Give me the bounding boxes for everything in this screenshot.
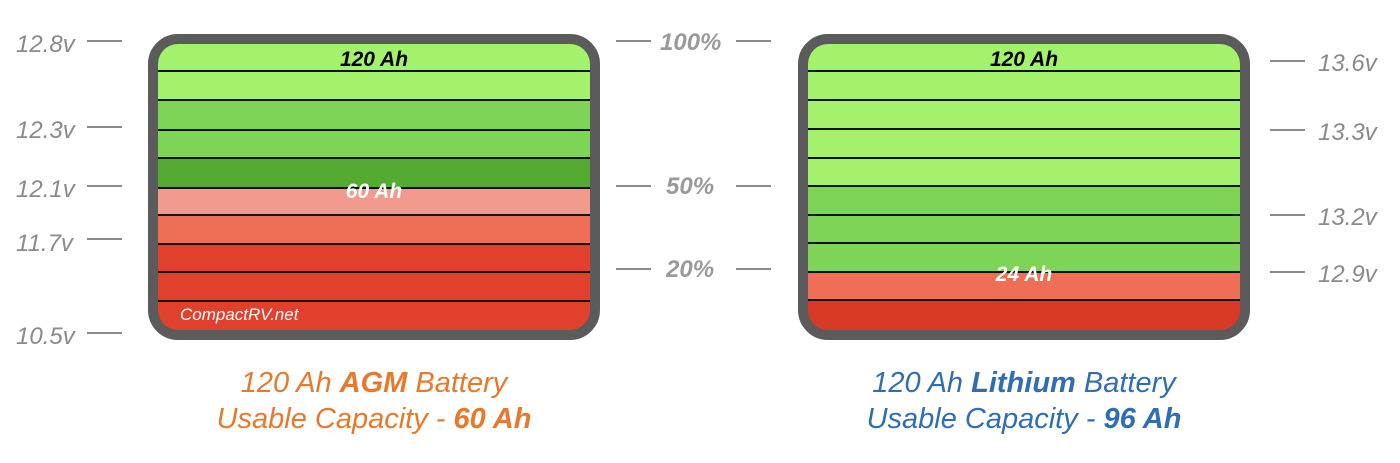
agm-divider	[158, 271, 590, 273]
agm-caption-type: AGM	[339, 367, 408, 399]
lithium-caption: 120 Ah Lithium Battery Usable Capacity -…	[798, 365, 1250, 438]
lithium-voltage-13-2: 13.2v	[1318, 204, 1377, 231]
lithium-voltage-13-3: 13.3v	[1318, 119, 1377, 146]
agm-divider	[158, 243, 590, 245]
percent-tick	[616, 40, 651, 42]
lithium-top-capacity-label: 120 Ah	[989, 48, 1059, 71]
agm-caption-line2: Usable Capacity - 60 Ah	[148, 401, 600, 437]
lithium-voltage-12-9: 12.9v	[1318, 261, 1377, 288]
percent-50: 50%	[666, 173, 715, 200]
agm-voltage-tick	[87, 238, 122, 240]
percent-tick	[736, 268, 771, 270]
percent-20: 20%	[666, 256, 715, 283]
lithium-divider	[808, 185, 1240, 187]
agm-divider	[158, 99, 590, 101]
lithium-voltage-tick	[1270, 214, 1305, 216]
lithium-caption-line1: 120 Ah Lithium Battery	[798, 365, 1250, 401]
agm-voltage-12-1: 12.1v	[16, 176, 75, 203]
percent-100: 100%	[660, 29, 722, 56]
agm-divider	[158, 129, 590, 131]
percent-tick	[616, 185, 651, 187]
agm-divider	[158, 214, 590, 216]
agm-band-salmon	[158, 216, 590, 244]
percent-tick	[736, 185, 771, 187]
percent-tick	[736, 40, 771, 42]
lithium-voltage-13-6: 13.6v	[1318, 50, 1377, 77]
lithium-divider	[808, 70, 1240, 72]
lithium-caption-line2: Usable Capacity - 96 Ah	[798, 401, 1250, 437]
agm-usable-capacity-label: 60 Ah	[345, 180, 403, 203]
agm-voltage-tick	[87, 185, 122, 187]
lithium-caption-text: Battery	[1075, 367, 1176, 399]
lithium-band-light-green	[808, 44, 1240, 186]
agm-battery: 120 Ah 60 Ah CompactRV.net	[148, 34, 600, 340]
agm-caption: 120 Ah AGM Battery Usable Capacity - 60 …	[148, 365, 600, 438]
lithium-divider	[808, 242, 1240, 244]
agm-divider	[158, 70, 590, 72]
lithium-battery: 120 Ah 24 Ah	[798, 34, 1250, 340]
agm-voltage-tick	[87, 332, 122, 334]
agm-caption-text: 120 Ah	[240, 367, 340, 399]
lithium-band-mid-green	[808, 186, 1240, 271]
lithium-voltage-tick	[1270, 129, 1305, 131]
agm-top-capacity-label: 120 Ah	[339, 48, 409, 71]
agm-band-red	[158, 244, 590, 330]
agm-voltage-11-7: 11.7v	[16, 230, 73, 257]
agm-voltage-10-5: 10.5v	[16, 323, 75, 350]
lithium-divider	[808, 271, 1240, 273]
agm-band-dark-green	[158, 157, 590, 188]
lithium-caption-capacity: 96 Ah	[1103, 403, 1182, 436]
lithium-caption-text: 120 Ah	[872, 367, 972, 399]
lithium-divider	[808, 157, 1240, 159]
lithium-caption-type: Lithium	[971, 367, 1076, 399]
agm-caption-text: Battery	[407, 367, 508, 399]
lithium-caption-text: Usable Capacity -	[866, 403, 1104, 436]
agm-caption-line1: 120 Ah AGM Battery	[148, 365, 600, 401]
agm-voltage-12-3: 12.3v	[16, 117, 75, 144]
agm-band-mid-green	[158, 99, 590, 157]
agm-caption-text: Usable Capacity -	[216, 403, 454, 436]
agm-divider	[158, 187, 590, 189]
lithium-divider	[808, 299, 1240, 301]
lithium-divider	[808, 99, 1240, 101]
lithium-divider	[808, 128, 1240, 130]
lithium-reserve-capacity-label: 24 Ah	[995, 263, 1053, 286]
lithium-band-salmon	[808, 271, 1240, 300]
percent-tick	[616, 268, 651, 270]
lithium-band-red	[808, 300, 1240, 330]
lithium-divider	[808, 214, 1240, 216]
agm-voltage-tick	[87, 40, 122, 42]
agm-divider	[158, 157, 590, 159]
agm-band-pink	[158, 188, 590, 216]
lithium-voltage-tick	[1270, 60, 1305, 62]
agm-voltage-tick	[87, 126, 122, 128]
agm-divider	[158, 300, 590, 302]
lithium-voltage-tick	[1270, 271, 1305, 273]
agm-caption-capacity: 60 Ah	[453, 403, 532, 436]
agm-voltage-12-8: 12.8v	[16, 31, 75, 58]
watermark: CompactRV.net	[180, 305, 299, 324]
